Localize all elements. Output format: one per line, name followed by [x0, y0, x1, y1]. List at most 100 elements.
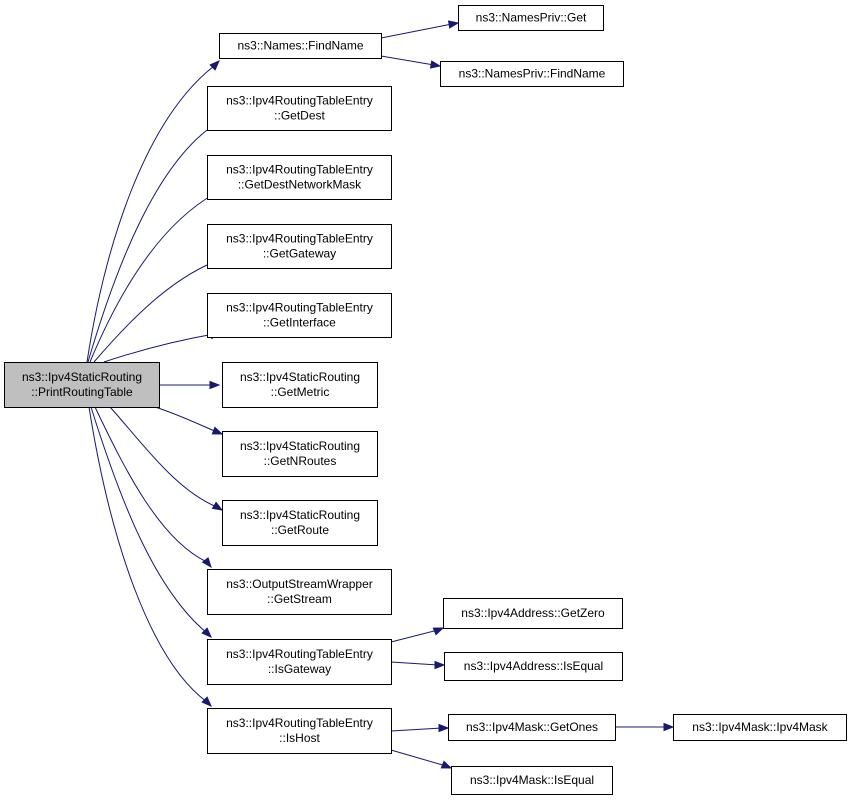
node-label-line: ns3::NamesPriv::Get — [476, 11, 587, 25]
node-box[interactable] — [673, 714, 847, 741]
node-box[interactable] — [219, 33, 382, 59]
node-box[interactable] — [4, 362, 160, 408]
node-label-line: ns3::Ipv4Mask::IsEqual — [470, 773, 594, 787]
edge-root-to-getnroutes — [154, 406, 224, 435]
edge-arrowhead — [440, 760, 453, 769]
edge-root-to-getmetric — [159, 380, 221, 390]
edge-arrowhead — [209, 60, 220, 71]
node-box[interactable] — [458, 5, 604, 31]
edge-line — [86, 65, 215, 363]
edge-arrowhead — [447, 20, 460, 29]
edge-findname-to-namespriv_findname — [380, 55, 442, 69]
node-label-line: ::GetDest — [274, 109, 325, 123]
node-mask-isequal[interactable]: ns3::Ipv4Mask::IsEqual — [451, 766, 613, 795]
node-label-line: ns3::Ipv4RoutingTableEntry — [226, 94, 373, 108]
edge-isgateway-to-addr_isequal — [390, 660, 446, 670]
node-box[interactable] — [207, 569, 392, 615]
node-label-line: ns3::Ipv4Address::GetZero — [461, 606, 605, 620]
edge-mask_getones-to-mask_ctor — [615, 722, 675, 732]
node-label-line: ::GetRoute — [271, 523, 329, 537]
edge-line — [89, 193, 215, 363]
node-label-line: ns3::Ipv4Address::IsEqual — [464, 659, 603, 673]
node-isgateway[interactable]: ns3::Ipv4RoutingTableEntry::IsGateway — [207, 639, 392, 685]
edge-arrowhead — [209, 380, 221, 390]
node-label-line: ns3::NamesPriv::FindName — [459, 67, 606, 81]
node-label-line: ns3::Ipv4StaticRouting — [240, 439, 360, 453]
node-label-line: ns3::Ipv4RoutingTableEntry — [226, 232, 373, 246]
node-label-line: ::IsHost — [279, 731, 320, 745]
node-label-line: ::IsGateway — [268, 662, 331, 676]
node-getroute[interactable]: ns3::Ipv4StaticRouting::GetRoute — [222, 500, 378, 546]
node-label-line: ::GetInterface — [263, 316, 336, 330]
node-label-line: ns3::Ipv4StaticRouting — [240, 370, 360, 384]
node-label-line: ::GetStream — [267, 592, 332, 606]
edge-root-to-getstream — [94, 406, 212, 569]
node-label-line: ns3::Names::FindName — [237, 39, 363, 53]
node-label-line: ns3::Ipv4Mask::GetOnes — [466, 720, 598, 734]
node-box[interactable] — [207, 708, 392, 754]
edge-line — [390, 661, 439, 666]
node-namespriv-findname[interactable]: ns3::NamesPriv::FindName — [440, 61, 624, 87]
node-box[interactable] — [207, 86, 392, 131]
node-box[interactable] — [207, 639, 392, 685]
edge-arrowhead — [438, 723, 450, 733]
node-addr-isequal[interactable]: ns3::Ipv4Address::IsEqual — [444, 652, 623, 681]
node-getmetric[interactable]: ns3::Ipv4StaticRouting::GetMetric — [222, 362, 378, 408]
node-mask-getones[interactable]: ns3::Ipv4Mask::GetOnes — [448, 714, 616, 741]
node-ishost[interactable]: ns3::Ipv4RoutingTableEntry::IsHost — [207, 708, 392, 754]
edge-line — [103, 333, 215, 363]
edge-arrowhead — [211, 426, 224, 435]
edge-arrowhead — [211, 501, 224, 511]
node-label-line: ::PrintRoutingTable — [31, 385, 133, 399]
node-label-line: ::GetMetric — [271, 385, 330, 399]
node-label-line: ns3::Ipv4RoutingTableEntry — [226, 163, 373, 177]
node-box[interactable] — [222, 500, 378, 546]
node-getnroutes[interactable]: ns3::Ipv4StaticRouting::GetNRoutes — [222, 431, 378, 477]
node-box[interactable] — [448, 714, 616, 741]
node-label-line: ns3::Ipv4StaticRouting — [22, 370, 142, 384]
node-findname[interactable]: ns3::Names::FindName — [219, 33, 382, 59]
edge-arrowhead — [663, 722, 675, 732]
node-getstream[interactable]: ns3::OutputStreamWrapper::GetStream — [207, 569, 392, 615]
edge-line — [390, 629, 439, 643]
edge-line — [93, 261, 215, 363]
edge-line — [154, 406, 218, 433]
node-label-line: ::GetGateway — [263, 247, 336, 261]
node-box[interactable] — [207, 155, 392, 200]
edge-line — [90, 406, 208, 634]
node-box[interactable] — [222, 362, 378, 408]
edge-ishost-to-mask_getones — [390, 723, 450, 733]
edge-root-to-getinterface — [103, 331, 221, 363]
node-getinterface[interactable]: ns3::Ipv4RoutingTableEntry::GetInterface — [207, 293, 392, 338]
edge-arrowhead — [432, 627, 445, 636]
node-namespriv-get[interactable]: ns3::NamesPriv::Get — [458, 5, 604, 31]
edge-line — [109, 406, 218, 508]
edge-line — [390, 727, 443, 732]
node-label-line: ::GetNRoutes — [264, 454, 337, 468]
node-label-line: ns3::Ipv4StaticRouting — [240, 508, 360, 522]
node-label-line: ns3::OutputStreamWrapper — [226, 577, 373, 591]
node-box[interactable] — [207, 224, 392, 269]
node-box[interactable] — [443, 598, 623, 629]
edge-root-to-getroute — [109, 406, 224, 511]
edge-line — [88, 406, 208, 703]
edge-findname-to-namespriv_get — [380, 20, 460, 39]
node-box[interactable] — [444, 652, 623, 681]
edge-arrowhead — [201, 627, 212, 638]
node-box[interactable] — [440, 61, 624, 87]
node-box[interactable] — [222, 431, 378, 477]
node-mask-ctor[interactable]: ns3::Ipv4Mask::Ipv4Mask — [673, 714, 847, 741]
node-getdest[interactable]: ns3::Ipv4RoutingTableEntry::GetDest — [207, 86, 392, 131]
edge-root-to-isgateway — [90, 406, 212, 638]
edge-line — [380, 23, 453, 39]
node-box[interactable] — [451, 766, 613, 795]
edge-arrowhead — [429, 60, 442, 69]
node-getdestmask[interactable]: ns3::Ipv4RoutingTableEntry::GetDestNetwo… — [207, 155, 392, 200]
node-label-line: ns3::Ipv4RoutingTableEntry — [226, 301, 373, 315]
node-addr-getzero[interactable]: ns3::Ipv4Address::GetZero — [443, 598, 623, 629]
node-getgateway[interactable]: ns3::Ipv4RoutingTableEntry::GetGateway — [207, 224, 392, 269]
node-root[interactable]: ns3::Ipv4StaticRouting::PrintRoutingTabl… — [4, 362, 160, 408]
edge-ishost-to-mask_isequal — [390, 749, 453, 769]
node-box[interactable] — [207, 293, 392, 338]
